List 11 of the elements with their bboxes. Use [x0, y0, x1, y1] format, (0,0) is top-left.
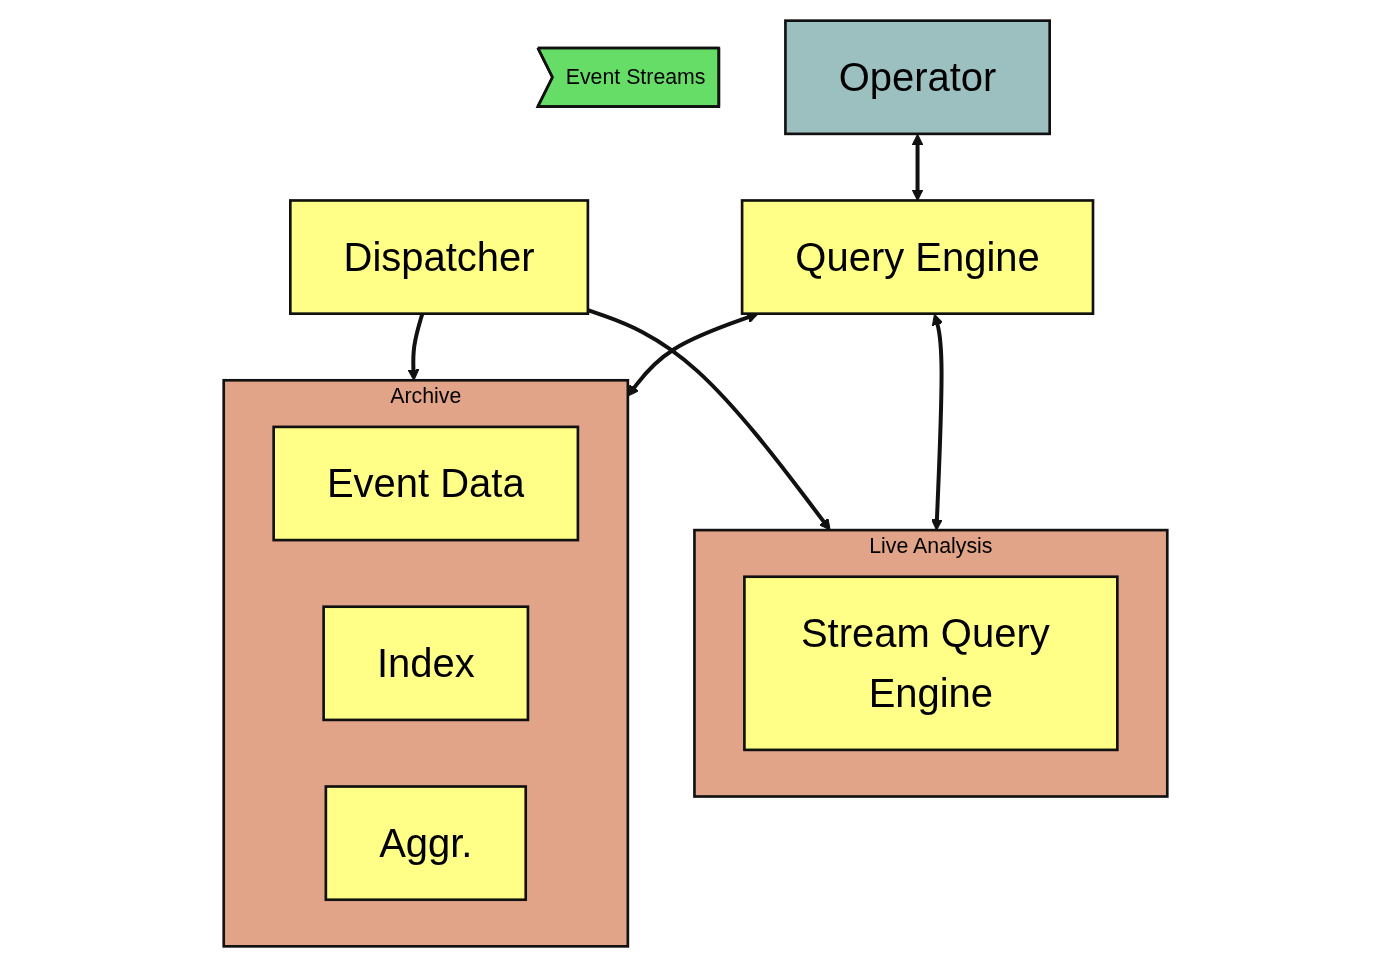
- arrow: [407, 313, 425, 381]
- arrow: [931, 313, 944, 531]
- node-box: Operator: [784, 19, 1051, 136]
- node-box: Query Engine: [740, 199, 1095, 315]
- node-box: Aggr.: [324, 785, 528, 902]
- node-box: Stream Query Engine: [743, 575, 1119, 752]
- arrow: [911, 133, 924, 201]
- node-box: Index: [322, 605, 530, 722]
- arrow: [587, 308, 831, 531]
- node-box: Dispatcher: [289, 199, 590, 315]
- node-box: Event Data: [272, 425, 580, 542]
